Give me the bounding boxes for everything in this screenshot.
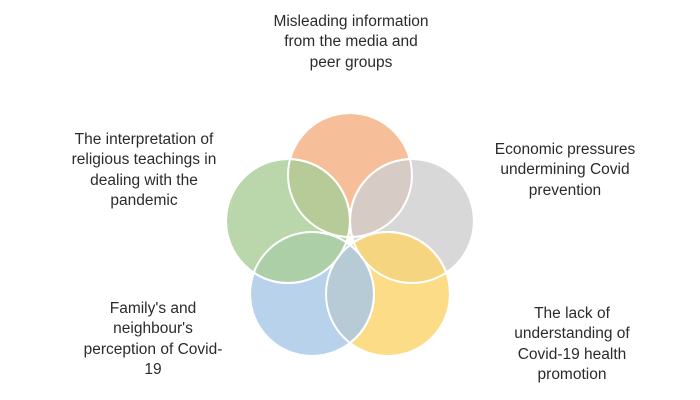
venn-outline-religious-teachings (225, 158, 351, 284)
venn-outline-misleading-information (287, 112, 413, 238)
venn-label-economic-pressures: Economic pressures undermining Covid pre… (494, 141, 636, 199)
venn-outline-family-neighbour-perception (249, 231, 375, 357)
venn-label-family-neighbour-perception: Family's and neighbour's perception of C… (83, 300, 223, 379)
venn-circle-group (225, 112, 475, 357)
venn-label-misleading-information: Misleading information from the media an… (273, 13, 429, 71)
venn-outline-lack-of-understanding (325, 231, 451, 357)
venn-circle-outline-group (225, 112, 475, 357)
venn-label-religious-teachings: The interpretation of religious teaching… (71, 131, 217, 210)
venn-label-lack-of-understanding: The lack of understanding of Covid-19 he… (514, 305, 630, 384)
